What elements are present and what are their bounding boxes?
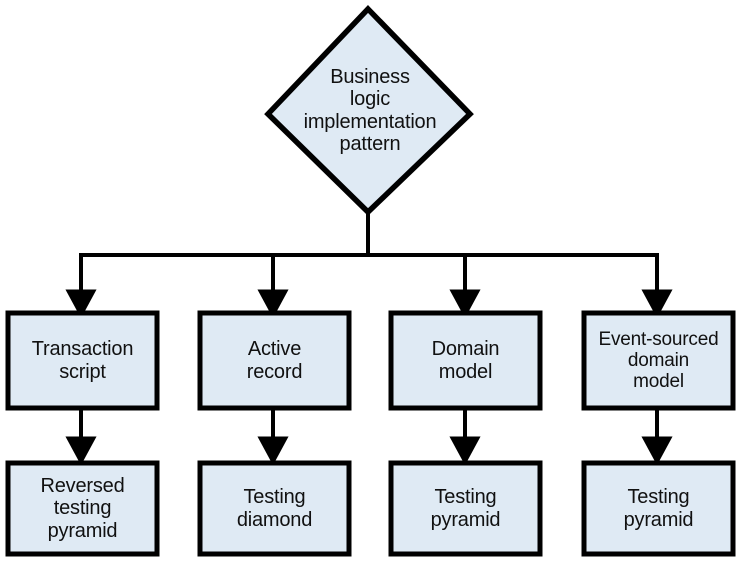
testing-node-1-shape xyxy=(5,460,160,557)
pattern-node-3-shape xyxy=(388,310,543,411)
pattern-node-2-shape xyxy=(197,310,352,411)
pattern-node-4-shape xyxy=(581,310,736,411)
testing-node-3-shape xyxy=(388,460,543,557)
testing-node-4-shape xyxy=(581,460,736,557)
root-node-shape xyxy=(264,5,474,216)
pattern-node-1-shape xyxy=(5,310,160,411)
testing-node-2-shape xyxy=(197,460,352,557)
